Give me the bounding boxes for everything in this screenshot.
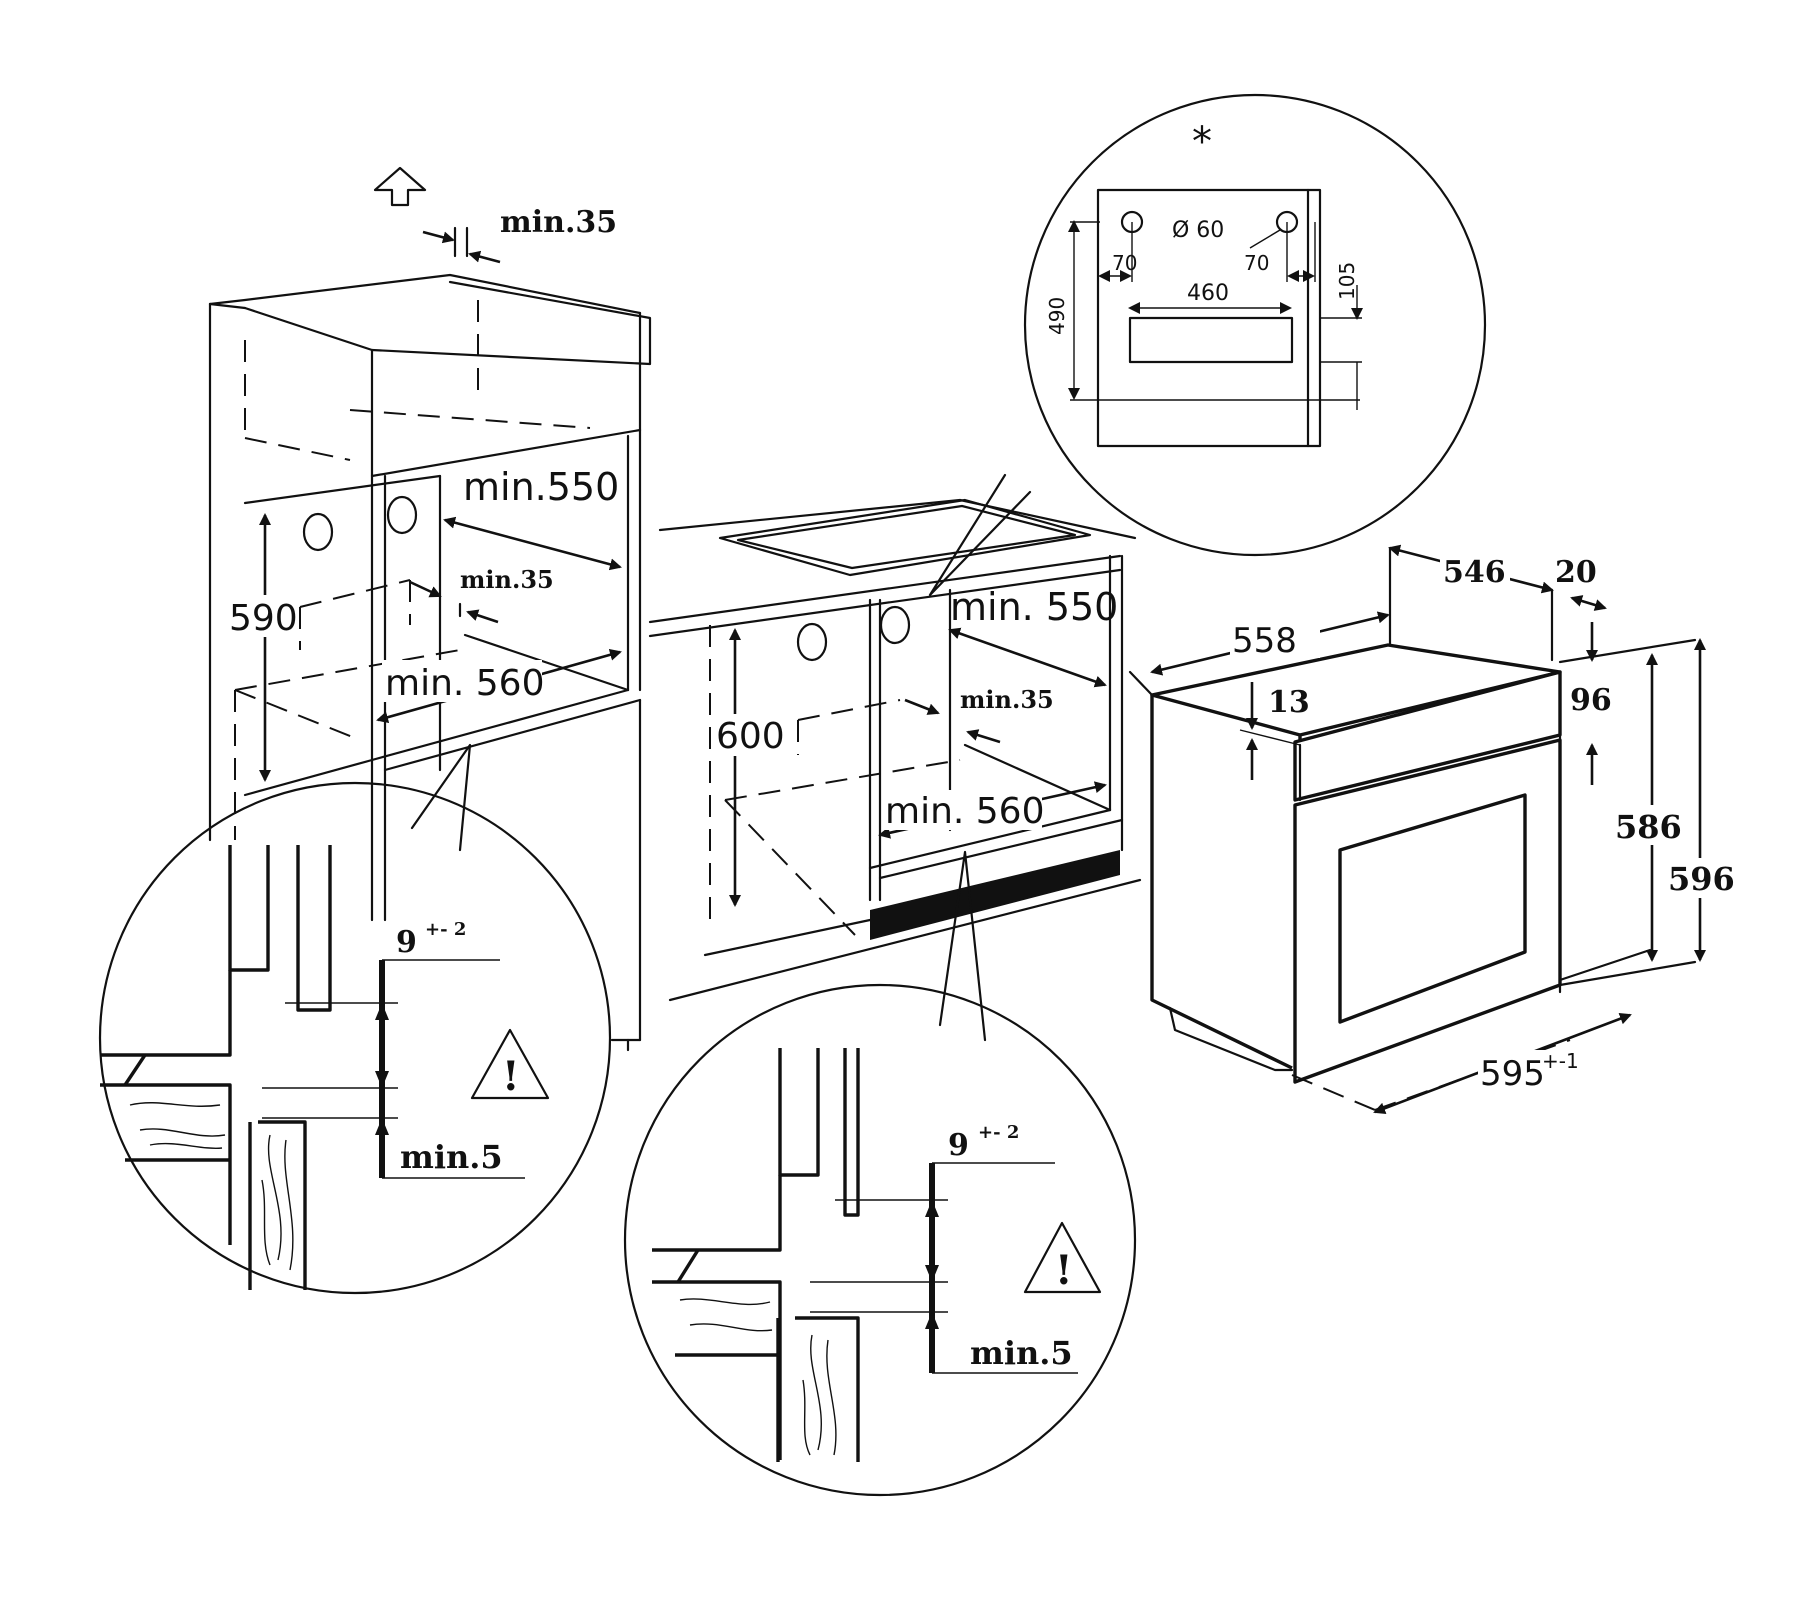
overall-depth-label: 558: [1232, 621, 1297, 661]
fixing-hole: [879, 605, 911, 645]
min-gap-label: min.5: [970, 1334, 1073, 1372]
width-tolerance-label: +-1: [1542, 1049, 1579, 1073]
rear-gap-label: min.35: [460, 565, 554, 594]
fixing-hole: [302, 512, 334, 552]
mounting-hole: [1275, 210, 1299, 234]
opening-height-label: 600: [716, 716, 785, 757]
opening-height-label: 590: [229, 598, 298, 639]
gap-value-label: 9: [396, 925, 417, 960]
right-offset-label: 70: [1244, 251, 1269, 275]
detail-circle-right: 9 +- 2 min.5 !: [623, 983, 1137, 1497]
oven: 546 20 558 13 96 586 596 595 +-1: [1128, 544, 1747, 1115]
undercounter-cabinet: 600 min. 550 min.35 min. 560: [648, 473, 1142, 1042]
depth-clearance-label: min. 550: [950, 585, 1118, 629]
rear-gap-label: min.35: [960, 685, 1054, 714]
detail-marker: *: [1192, 119, 1212, 165]
warning-icon: [470, 1028, 550, 1100]
fixing-hole: [386, 495, 418, 535]
gap-tolerance-label: +- 2: [425, 919, 466, 940]
warning-symbol: !: [1055, 1247, 1073, 1294]
left-offset-label: 70: [1112, 251, 1137, 275]
body-depth-label: 546: [1443, 555, 1506, 590]
front-thickness-label: 20: [1555, 555, 1597, 590]
overall-height-label: 596: [1668, 860, 1735, 898]
hole-diameter-label: Ø 60: [1172, 218, 1224, 243]
top-step-label: 13: [1268, 685, 1310, 720]
vent-up-arrow-icon: [373, 166, 427, 207]
detail-circle-left: 9 +- 2 min.5 !: [98, 781, 612, 1295]
plinth: [870, 850, 1120, 940]
mounting-hole: [1120, 210, 1144, 234]
warning-icon: [1023, 1221, 1102, 1294]
body-height-label: 586: [1615, 808, 1682, 846]
warning-symbol: !: [502, 1053, 520, 1100]
hob: [718, 498, 1092, 577]
hole-spacing-label: 460: [1187, 281, 1229, 306]
top-gap-label: min.35: [500, 205, 617, 240]
gap-tolerance-label: +- 2: [978, 1122, 1019, 1143]
tall-cabinet: min.35: [208, 166, 652, 1052]
fixing-hole: [796, 622, 828, 662]
min-gap-label: min.5: [400, 1138, 503, 1176]
panel-height-label: 96: [1570, 683, 1612, 718]
width-label: 595: [1480, 1054, 1545, 1094]
opening-width-label: min. 560: [385, 663, 545, 704]
height-label: 490: [1045, 297, 1069, 335]
opening-width-label: min. 560: [885, 791, 1045, 832]
fixing-detail-circle: * Ø 60 70 70 460 490 105: [1023, 93, 1487, 557]
gap-value-label: 9: [948, 1128, 969, 1163]
top-offset-label: 105: [1335, 262, 1359, 300]
depth-clearance-label: min.550: [463, 465, 619, 509]
